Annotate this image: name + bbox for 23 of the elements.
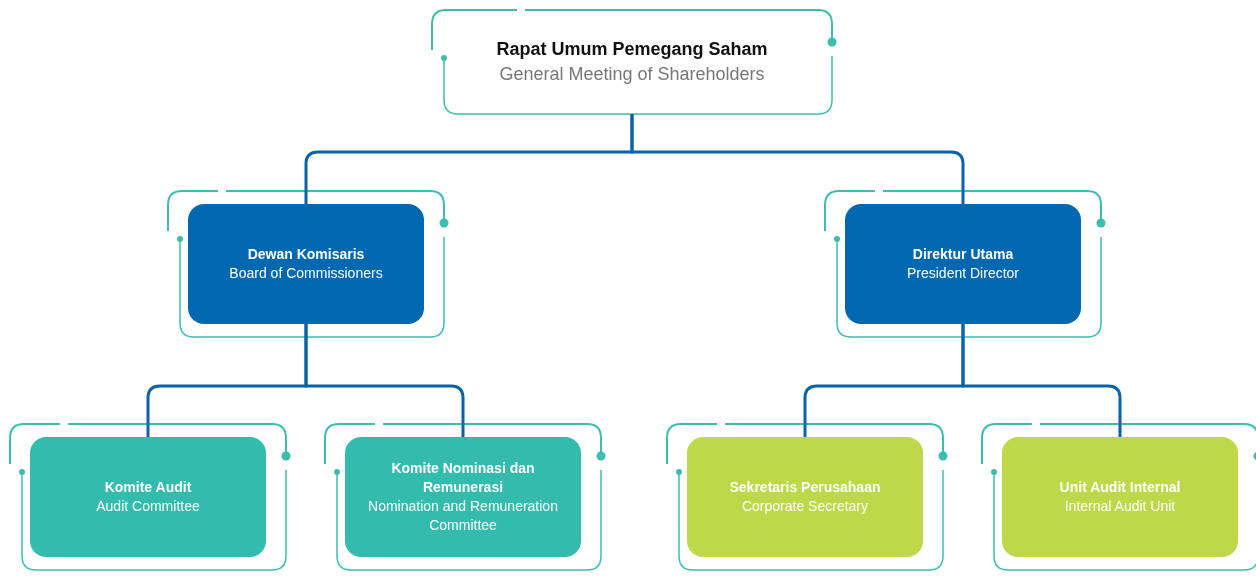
org-box bbox=[845, 204, 1081, 324]
unit-translation: General Meeting of Shareholders bbox=[499, 63, 765, 86]
unit-translation: Board of Commissioners bbox=[229, 264, 383, 283]
unit-name: Direktur Utama bbox=[912, 244, 1014, 264]
org-box bbox=[30, 437, 266, 557]
org-box bbox=[188, 204, 424, 324]
connector-line bbox=[630, 114, 965, 204]
unit-translation: Corporate Secretary bbox=[741, 497, 869, 516]
connector-line bbox=[304, 324, 465, 437]
unit-name: Komite Audit bbox=[104, 477, 192, 497]
org-box bbox=[687, 437, 923, 557]
org-box bbox=[1002, 437, 1238, 557]
unit-translation: Nomination and Remuneration Committee bbox=[367, 497, 559, 536]
unit-translation: Internal Audit Unit bbox=[1064, 497, 1176, 516]
unit-translation: President Director bbox=[906, 264, 1019, 283]
unit-name: Dewan Komisaris bbox=[247, 244, 365, 264]
unit-name: Komite Nominasi dan Remunerasi bbox=[390, 458, 536, 497]
connector-line bbox=[961, 324, 1122, 437]
unit-name: Sekretaris Perusahaan bbox=[729, 477, 881, 497]
unit-name: Rapat Umum Pemegang Saham bbox=[496, 38, 768, 62]
unit-name: Unit Audit Internal bbox=[1059, 477, 1181, 497]
org-box bbox=[345, 437, 581, 557]
unit-translation: Audit Committee bbox=[96, 497, 200, 516]
